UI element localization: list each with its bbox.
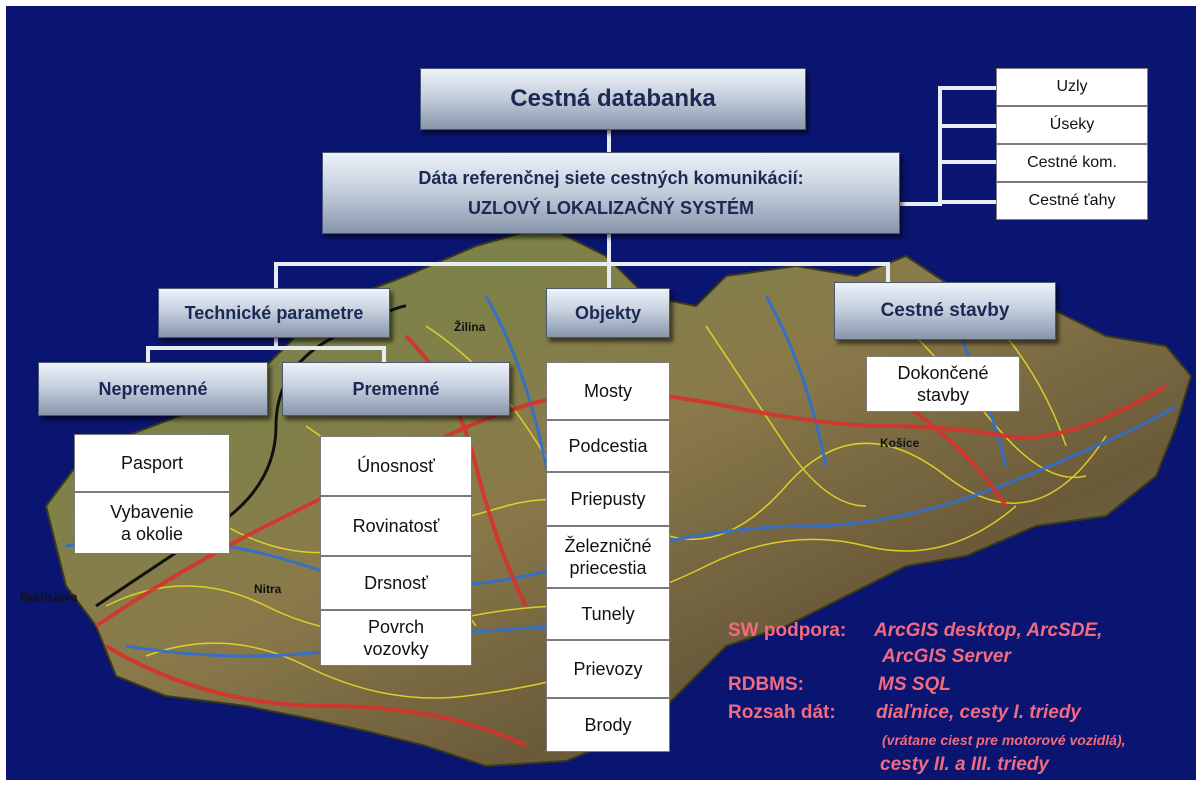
- reference-item-label: Uzly: [1056, 78, 1088, 95]
- map-label-nitra: Nitra: [254, 582, 282, 596]
- variable-item-unosnost: Únosnosť: [320, 436, 472, 496]
- connector-to-useky: [938, 124, 998, 128]
- category-objects-label: Objekty: [574, 302, 642, 323]
- connector-technical-bar: [146, 346, 386, 350]
- object-item-tunely: Tunely: [546, 588, 670, 640]
- info-scope-value-1: diaľnice, cesty I. triedy: [876, 702, 1082, 723]
- connector-category-bar: [274, 262, 890, 266]
- category-technical-label: Technické parametre: [184, 302, 364, 323]
- variable-item-povrch: Povrch vozovky: [320, 610, 472, 666]
- fixed-item-vybavenie: Vybavenie a okolie: [74, 492, 230, 554]
- category-technical: Technické parametre: [158, 288, 390, 338]
- reference-box: Dáta referenčnej siete cestných komuniká…: [322, 152, 900, 234]
- variable-item-label: Drsnosť: [364, 573, 428, 593]
- fixed-item-label: Vybavenie a okolie: [110, 502, 194, 544]
- reference-item-cestne-kom: Cestné kom.: [996, 144, 1148, 182]
- object-item-label: Tunely: [581, 604, 635, 624]
- object-item-label: Mosty: [583, 381, 632, 401]
- connector-reference-right: [900, 202, 940, 206]
- connector-root-reference: [607, 130, 611, 154]
- info-sw-value-2: ArcGIS Server: [882, 646, 1011, 667]
- reference-item-cestne-tahy: Cestné ťahy: [996, 182, 1148, 220]
- technical-variable-label: Premenné: [352, 378, 440, 399]
- connector-to-fixed: [146, 346, 150, 364]
- reference-item-label: Úseky: [1049, 116, 1095, 133]
- root-label: Cestná databanka: [510, 85, 716, 112]
- reference-line-2: UZLOVÝ LOKALIZAČNÝ SYSTÉM: [467, 198, 754, 218]
- reference-item-uzly: Uzly: [996, 68, 1148, 106]
- construction-item-dokoncene: Dokončené stavby: [866, 356, 1020, 412]
- object-item-priepusty: Priepusty: [546, 472, 670, 526]
- reference-item-useky: Úseky: [996, 106, 1148, 144]
- fixed-item-label: Pasport: [120, 453, 184, 473]
- info-sw-label: SW podpora:: [728, 620, 847, 641]
- object-item-zeleznicne: Železničné priecestia: [546, 526, 670, 588]
- reference-line-1: Dáta referenčnej siete cestných komuniká…: [418, 168, 804, 188]
- construction-item-label: Dokončené stavby: [897, 363, 989, 405]
- connector-to-variable: [382, 346, 386, 364]
- fixed-item-pasport: Pasport: [74, 434, 230, 492]
- connector-to-technical: [274, 262, 278, 288]
- connector-technical-down: [274, 338, 278, 350]
- root-box: Cestná databanka: [420, 68, 806, 130]
- category-construction: Cestné stavby: [834, 282, 1056, 340]
- object-item-podcestia: Podcestia: [546, 420, 670, 472]
- info-sw-value-1: ArcGIS desktop, ArcSDE,: [874, 620, 1103, 641]
- variable-item-rovinatost: Rovinatosť: [320, 496, 472, 556]
- category-construction-label: Cestné stavby: [880, 300, 1010, 321]
- object-item-label: Brody: [584, 715, 632, 735]
- connector-to-cestne-kom: [938, 160, 998, 164]
- map-label-zilina: Žilina: [454, 320, 486, 334]
- variable-item-label: Rovinatosť: [352, 516, 440, 536]
- connector-to-construction: [886, 262, 890, 288]
- connector-reference-down: [607, 232, 611, 266]
- object-item-prievozy: Prievozy: [546, 640, 670, 698]
- object-item-label: Podcestia: [568, 436, 648, 456]
- info-scope-note: (vrátane ciest pre motorové vozidlá),: [882, 732, 1126, 748]
- technical-variable: Premenné: [282, 362, 510, 416]
- info-scope-label: Rozsah dát:: [728, 702, 836, 723]
- technical-fixed: Nepremenné: [38, 362, 268, 416]
- reference-item-label: Cestné ťahy: [1028, 192, 1116, 209]
- category-objects: Objekty: [546, 288, 670, 338]
- info-rdbms-value: MS SQL: [878, 674, 951, 695]
- object-item-label: Železničné priecestia: [564, 536, 652, 578]
- variable-item-label: Únosnosť: [357, 456, 435, 476]
- object-item-label: Priepusty: [570, 489, 646, 509]
- connector-to-uzly: [938, 86, 998, 90]
- info-scope-value-2: cesty II. a III. triedy: [880, 754, 1049, 775]
- object-item-label: Prievozy: [573, 659, 643, 679]
- info-rdbms-label: RDBMS:: [728, 674, 804, 695]
- connector-reference-list-vertical: [938, 86, 942, 206]
- object-item-brody: Brody: [546, 698, 670, 752]
- variable-item-label: Povrch vozovky: [363, 617, 429, 659]
- diagram-frame: Žilina Košice Nitra Bratislava Cestná da…: [6, 6, 1196, 780]
- variable-item-drsnost: Drsnosť: [320, 556, 472, 610]
- object-item-mosty: Mosty: [546, 362, 670, 420]
- map-label-bratislava: Bratislava: [20, 590, 78, 604]
- connector-to-cestne-tahy: [938, 200, 998, 204]
- map-label-kosice: Košice: [880, 436, 920, 450]
- connector-to-objects: [607, 262, 611, 288]
- reference-item-label: Cestné kom.: [1027, 154, 1117, 171]
- technical-fixed-label: Nepremenné: [98, 378, 208, 399]
